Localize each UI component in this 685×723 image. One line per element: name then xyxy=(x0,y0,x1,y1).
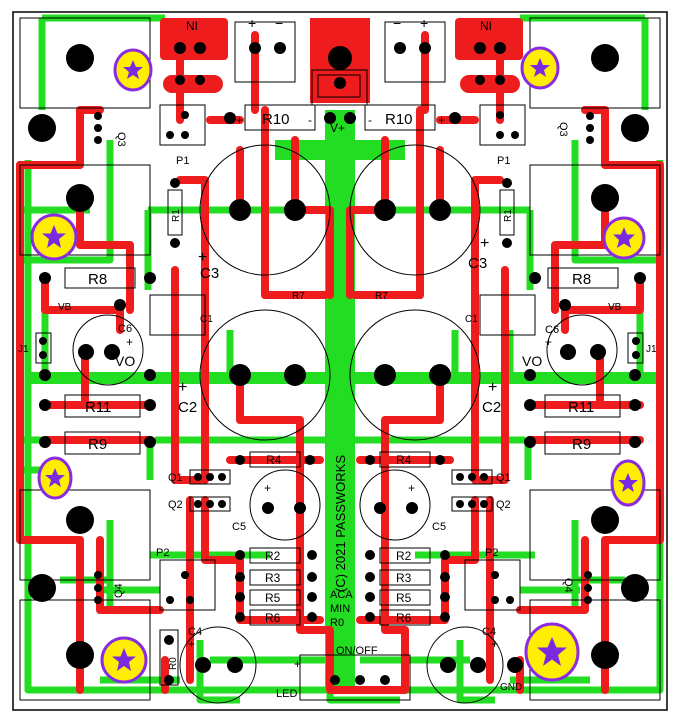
label-plus-top-right: + xyxy=(420,15,428,31)
label-vo-left: VO xyxy=(115,353,135,369)
label-title-line-3: R0 xyxy=(330,617,344,629)
label-plus-led: + xyxy=(294,657,301,671)
mounting-holes xyxy=(30,46,646,684)
label-r5-left: R5 xyxy=(265,591,281,605)
label-ni-right: NI xyxy=(480,19,492,33)
label-q2-left: Q2 xyxy=(168,499,183,511)
label-c5-left: C5 xyxy=(232,521,246,533)
label-minus-r10-left: - xyxy=(308,113,312,127)
label-r4-right: R4 xyxy=(396,453,412,467)
star-icon xyxy=(30,213,78,261)
label-c1-left: C1 xyxy=(200,314,213,325)
label-vb-left: VB xyxy=(58,302,72,313)
star-icon xyxy=(602,216,646,260)
labels: NI NI + − − + V+ R10 R10 + - + - P1 P1 Q… xyxy=(18,15,657,700)
label-q2-right: Q2 xyxy=(496,499,511,511)
label-r4-left: R4 xyxy=(266,453,282,467)
label-plus-c3-right: + xyxy=(480,235,489,252)
label-plus-c4-left: + xyxy=(188,637,195,651)
label-r3-left: R3 xyxy=(265,571,281,585)
star-icon xyxy=(524,622,580,682)
label-q3-right: Q3 xyxy=(557,122,569,137)
label-minus-r10-right: - xyxy=(368,113,372,127)
pads xyxy=(28,42,649,685)
label-r9-right: R9 xyxy=(572,436,591,453)
label-r5-right: R5 xyxy=(396,591,412,605)
label-p2-right: P2 xyxy=(485,547,498,559)
silkscreen xyxy=(19,17,661,704)
label-j1-right: J1 xyxy=(646,344,657,355)
label-r8-left: R8 xyxy=(88,271,107,288)
label-c6-right: C6 xyxy=(545,324,559,336)
label-q4-left: Q4 xyxy=(113,583,125,598)
label-r0: R0 xyxy=(168,657,179,670)
label-minus-top-right: − xyxy=(393,15,401,31)
label-p1-right: P1 xyxy=(497,155,510,167)
label-c2-right: C2 xyxy=(482,399,501,416)
star-icon xyxy=(610,459,646,507)
label-q4-right: Q4 xyxy=(562,578,574,593)
label-r6-right: R6 xyxy=(396,611,412,625)
label-c5-right: C5 xyxy=(432,521,446,533)
label-plus-c6-right: + xyxy=(545,335,552,349)
label-r1-left: R1 xyxy=(171,209,182,222)
label-r10-left: R10 xyxy=(262,111,290,128)
label-plus-r10-right: + xyxy=(438,113,445,127)
label-c3-right: C3 xyxy=(468,255,487,272)
label-r10-right: R10 xyxy=(385,111,413,128)
label-c1-right: C1 xyxy=(465,314,478,325)
label-plus-top-left: + xyxy=(248,15,256,31)
label-q1-right: Q1 xyxy=(496,472,511,484)
label-title-line-2: MIN xyxy=(330,603,350,615)
label-plus-c3-left: + xyxy=(198,249,207,266)
star-icon xyxy=(37,456,73,500)
label-plus-c4-right: + xyxy=(491,637,498,651)
label-plus-r10-left: + xyxy=(236,113,243,127)
label-p1-left: P1 xyxy=(176,155,189,167)
label-gnd: GND xyxy=(500,682,522,693)
label-r2-left: R2 xyxy=(265,549,281,563)
label-plus-c2-right: + xyxy=(488,379,497,396)
star-icon xyxy=(100,636,148,684)
label-ni-left: NI xyxy=(186,19,198,33)
label-copyright: (C) 2021 PASSWORKS xyxy=(333,455,348,592)
label-c6-left: C6 xyxy=(118,323,132,335)
label-power: V+ xyxy=(330,121,345,135)
label-r1-right: R1 xyxy=(503,209,514,222)
label-p2-left: P2 xyxy=(156,547,169,559)
label-q3-left: Q3 xyxy=(115,132,127,147)
label-title-line-1: ACA xyxy=(330,589,353,601)
label-r2-right: R2 xyxy=(396,549,412,563)
label-r9-left: R9 xyxy=(88,436,107,453)
label-r8-right: R8 xyxy=(572,271,591,288)
label-plus-c6-left: + xyxy=(126,335,133,349)
label-plus-c5-right: + xyxy=(408,481,415,495)
star-icon xyxy=(113,48,153,92)
label-c4-left: C4 xyxy=(188,626,202,638)
label-switch: ON/OFF xyxy=(336,645,378,657)
label-plus-c2-left: + xyxy=(178,379,187,396)
label-r7-left: R7 xyxy=(292,291,305,302)
label-c2-left: C2 xyxy=(178,399,197,416)
label-r11-left: R11 xyxy=(85,399,111,416)
label-vb-right: VB xyxy=(608,302,622,313)
label-r6-left: R6 xyxy=(265,611,281,625)
label-r3-right: R3 xyxy=(396,571,412,585)
label-c3-left: C3 xyxy=(200,265,219,282)
label-vo-right: VO xyxy=(522,353,542,369)
label-r11-right: R11 xyxy=(568,399,594,416)
label-q1-left: Q1 xyxy=(168,472,183,484)
label-j1-left: J1 xyxy=(18,344,29,355)
label-minus-top-left: − xyxy=(275,15,283,31)
star-icon xyxy=(520,46,560,90)
label-r7-right: R7 xyxy=(375,291,388,302)
label-led: LED xyxy=(276,688,297,700)
label-c4-right: C4 xyxy=(482,626,496,638)
regulator-pad xyxy=(334,77,346,89)
label-plus-c5-left: + xyxy=(264,481,271,495)
